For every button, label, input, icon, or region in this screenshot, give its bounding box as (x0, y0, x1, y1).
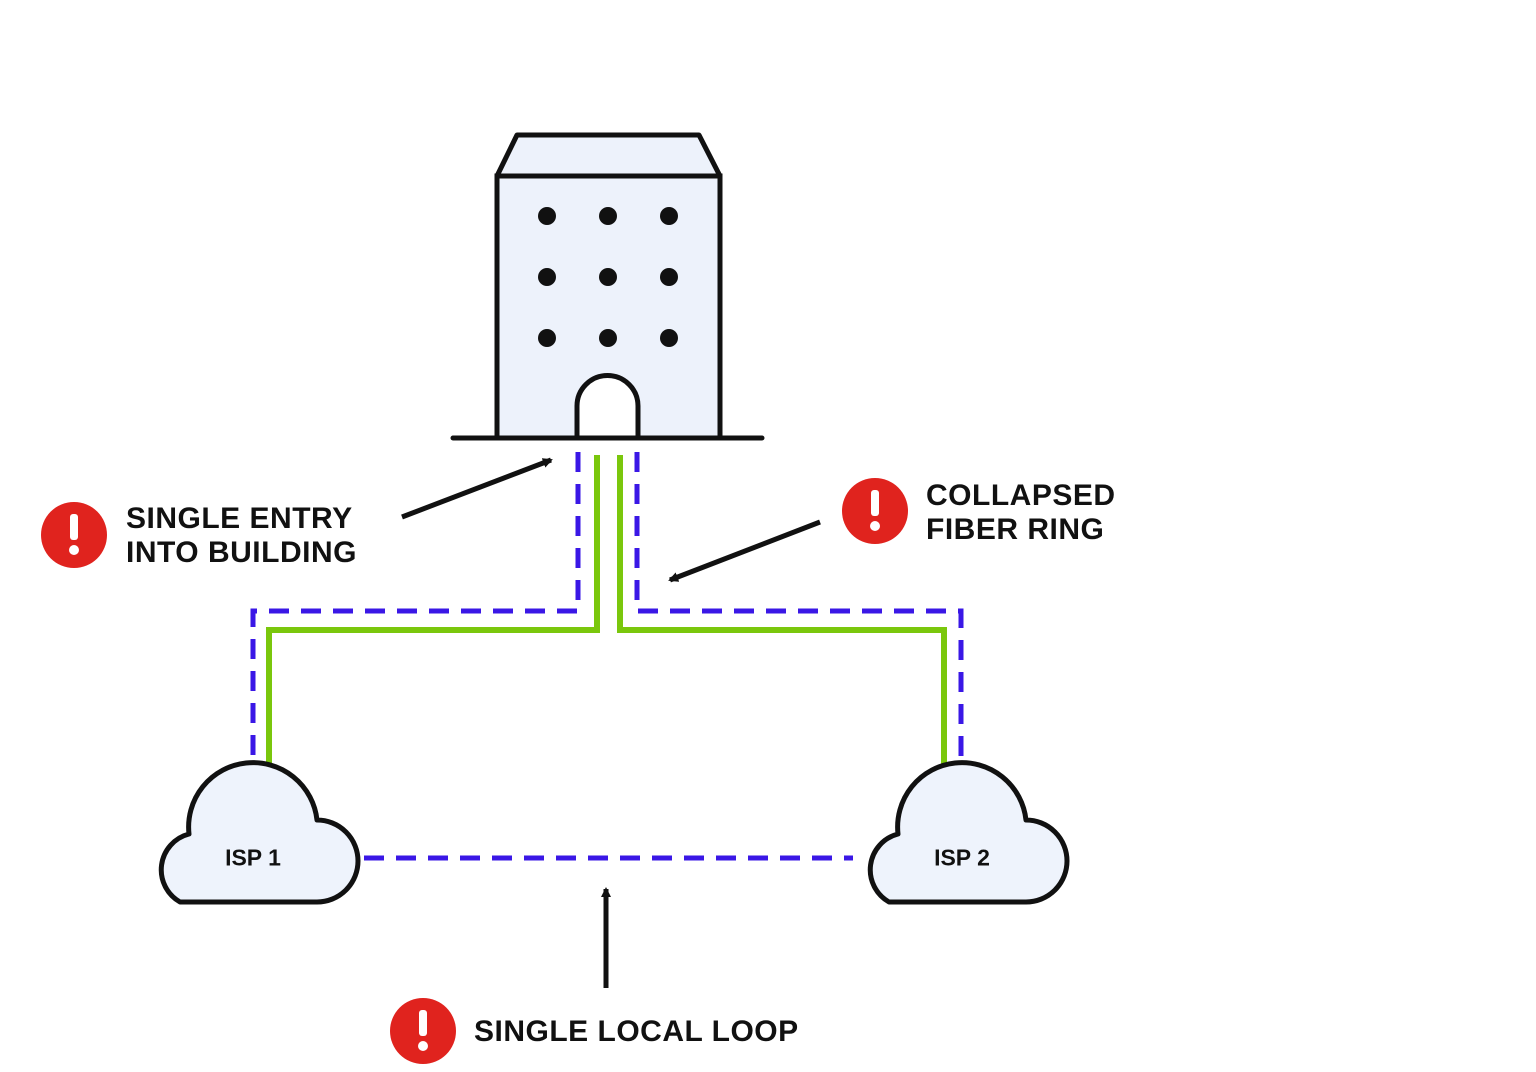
alert-icon (41, 502, 107, 568)
fiber-path-isp1 (266, 455, 600, 775)
single-entry-callout: SINGLE ENTRY INTO BUILDING (126, 502, 357, 570)
callout-line: SINGLE LOCAL LOOP (474, 1015, 799, 1048)
arrow-icon (401, 457, 553, 520)
arrow-icon (668, 519, 821, 583)
single-local-loop-callout: SINGLE LOCAL LOOP (474, 1015, 799, 1049)
isp2-label: ISP 2 (934, 844, 990, 871)
dashed-path-isp1 (250, 452, 581, 770)
callout-line: INTO BUILDING (126, 536, 357, 569)
dashed-path-isp2 (634, 452, 964, 770)
callout-line: FIBER RING (926, 513, 1105, 546)
cloud-icon (158, 760, 361, 905)
building-windows (538, 207, 678, 347)
alert-icon (390, 998, 456, 1064)
callout-line: SINGLE ENTRY (126, 502, 353, 535)
building-door (574, 373, 641, 438)
alert-icon (842, 478, 908, 544)
isp1-label: ISP 1 (225, 844, 281, 871)
cloud-icon (867, 760, 1070, 905)
building-icon (450, 132, 765, 441)
callout-line: COLLAPSED (926, 479, 1116, 512)
collapsed-fiber-ring-callout: COLLAPSED FIBER RING (926, 479, 1116, 547)
fiber-path-isp2 (617, 455, 947, 775)
